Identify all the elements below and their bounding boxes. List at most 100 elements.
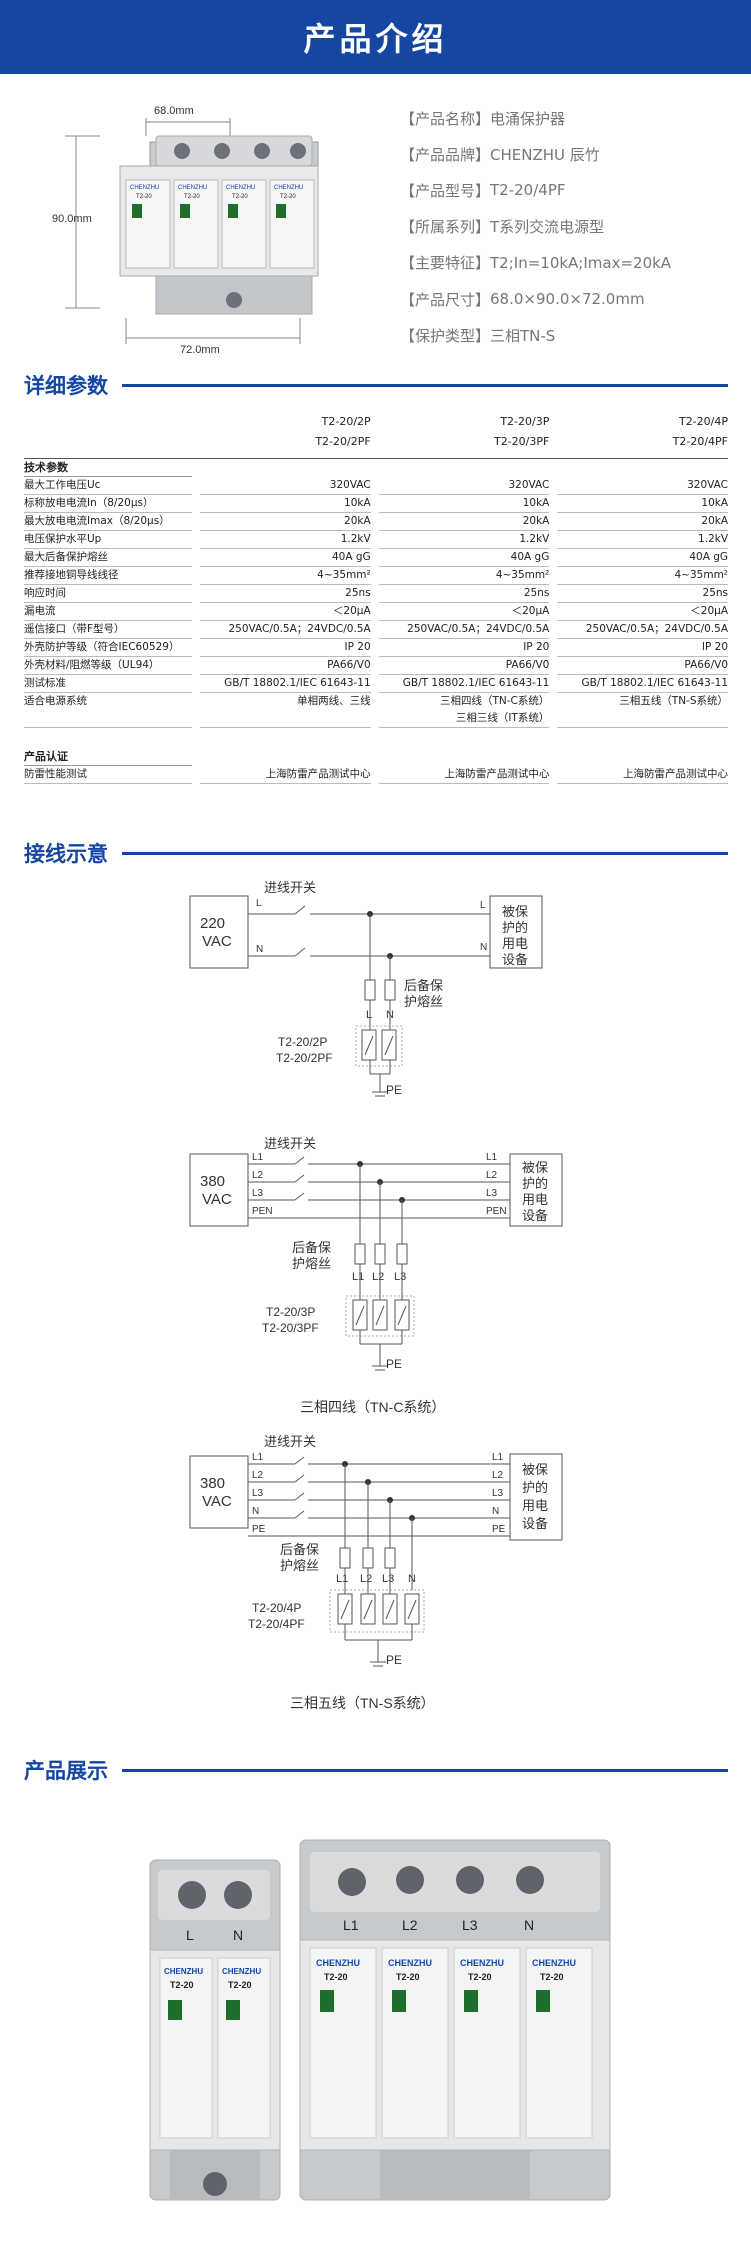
diagram-caption: 三相四线（TN-C系统）	[300, 1399, 445, 1415]
info-row: 【产品名称】电涌保护器	[400, 100, 740, 136]
svg-text:PE: PE	[252, 1524, 266, 1535]
pe-label: PE	[386, 1357, 402, 1371]
showcase-model-print: T2-20	[396, 1972, 420, 1982]
dim-height-label: 90.0mm	[52, 213, 92, 225]
switch-label: 进线开关	[264, 1434, 316, 1449]
spec-cell: GB/T 18802.1/IEC 61643-11	[557, 675, 729, 693]
showcase-model-print: T2-20	[468, 1972, 492, 1982]
spec-cell: 320VAC	[378, 477, 550, 495]
device-brand-print-2: CHENZHU	[178, 185, 207, 191]
spec-cell: PA66/V0	[557, 657, 729, 675]
spec-cell: 1.2kV	[557, 531, 729, 549]
showcase-model-print: T2-20	[540, 1972, 564, 1982]
source-voltage: 220	[200, 915, 225, 932]
spec-cell: ＜20μA	[200, 603, 371, 621]
info-row: 【保护类型】三相TN-S	[400, 317, 740, 353]
spec-cell: PA66/V0	[200, 657, 371, 675]
spec-cell: 250VAC/0.5A；24VDC/0.5A	[200, 621, 371, 639]
spec-cell: IP 20	[557, 639, 729, 657]
section-divider	[122, 383, 728, 387]
info-row: 【主要特征】T2;In=10kA;Imax=20kA	[400, 245, 740, 281]
svg-text:L3: L3	[462, 1917, 478, 1933]
device-brand-print-4: CHENZHU	[274, 185, 303, 191]
cert-row: 防雷性能测试上海防雷产品测试中心上海防雷产品测试中心上海防雷产品测试中心	[24, 766, 729, 784]
model-label-1: T2-20/3P	[266, 1305, 315, 1319]
spec-row-label: 最大放电电流Imax（8/20μs）	[24, 513, 192, 531]
svg-text:L3: L3	[252, 1488, 264, 1499]
showcase-brand-print: CHENZHU	[316, 1958, 360, 1968]
spec-row-label: 标称放电电流In（8/20μs）	[24, 495, 192, 513]
showcase-brand-print: CHENZHU	[388, 1958, 432, 1968]
showcase-brand-print: CHENZHU	[222, 1967, 261, 1976]
svg-text:L1: L1	[352, 1271, 364, 1283]
spec-row-label: 推荐接地铜导线线径	[24, 567, 192, 585]
model-label-1: T2-20/4P	[252, 1601, 301, 1615]
fuse-label-2: 护熔丝	[404, 994, 443, 1009]
section-title: 接线示意	[24, 842, 108, 866]
svg-text:PE: PE	[492, 1524, 506, 1535]
model-label-2: T2-20/4PF	[248, 1617, 305, 1631]
spec-row-label: 最大工作电压Uc	[24, 477, 192, 495]
spec-cell: 250VAC/0.5A；24VDC/0.5A	[557, 621, 729, 639]
svg-text:N: N	[408, 1573, 416, 1585]
svg-text:L2: L2	[252, 1170, 264, 1181]
pe-label: PE	[386, 1083, 402, 1097]
fuse-label-2: 护熔丝	[292, 1256, 331, 1271]
page-banner: 产品介绍	[0, 0, 751, 74]
spec-cell: 40A gG	[200, 549, 371, 567]
spec-cell: 1.2kV	[200, 531, 371, 549]
svg-text:L3: L3	[492, 1488, 504, 1499]
spec-row-label: 最大后备保护熔丝	[24, 549, 192, 567]
spec-cell: 10kA	[557, 495, 729, 513]
info-label: 【产品品牌】	[400, 145, 491, 164]
svg-text:L: L	[256, 898, 262, 909]
page-title: 产品介绍	[303, 20, 448, 58]
diagram-caption: 三相五线（TN-S系统）	[290, 1695, 435, 1711]
svg-text:L1: L1	[336, 1573, 348, 1585]
info-value: T2-20/4PF	[490, 181, 566, 200]
info-label: 【产品型号】	[400, 181, 491, 200]
svg-text:L2: L2	[402, 1917, 418, 1933]
svg-text:N: N	[252, 1506, 259, 1517]
info-row: 【产品型号】T2-20/4PF	[400, 172, 740, 208]
showcase-model-print: T2-20	[324, 1972, 348, 1982]
spec-row-label: 遥信接口（带F型号）	[24, 621, 192, 639]
info-value: CHENZHU 辰竹	[490, 145, 600, 164]
spec-row-label: 响应时间	[24, 585, 192, 603]
svg-text:L1: L1	[492, 1452, 504, 1463]
svg-text:L1: L1	[486, 1152, 498, 1163]
svg-text:N: N	[492, 1506, 499, 1517]
spec-cell: 25ns	[378, 585, 550, 603]
spec-cell: 320VAC	[557, 477, 729, 495]
info-value: 电涌保护器	[490, 109, 566, 128]
device-model-print-1: T2-20	[136, 194, 152, 200]
dim-width-label: 68.0mm	[154, 105, 194, 117]
spec-cell: 20kA	[557, 513, 729, 531]
svg-text:被保护的用电设备: 被保护的用电设备	[522, 1462, 548, 1531]
spec-cell: 1.2kV	[378, 531, 550, 549]
svg-text:L1: L1	[343, 1917, 359, 1933]
spec-cell: 40A gG	[557, 549, 729, 567]
info-label: 【保护类型】	[400, 326, 491, 345]
showcase-brand-print: CHENZHU	[460, 1958, 504, 1968]
spec-group-title: 产品认证	[24, 748, 192, 766]
svg-text:L3: L3	[486, 1188, 498, 1199]
svg-text:被保护的用电设备: 被保护的用电设备	[522, 1160, 548, 1223]
spec-row-label: 漏电流	[24, 603, 192, 621]
spec-cell-line: 三相三线（IT系统）	[455, 712, 550, 724]
device-model-print-3: T2-20	[232, 194, 248, 200]
info-label: 【所属系列】	[400, 218, 491, 237]
source-unit: VAC	[202, 1493, 232, 1510]
info-value: 三相TN-S	[490, 326, 556, 345]
showcase-model-print: T2-20	[170, 1980, 194, 1990]
svg-text:L3: L3	[394, 1271, 406, 1283]
